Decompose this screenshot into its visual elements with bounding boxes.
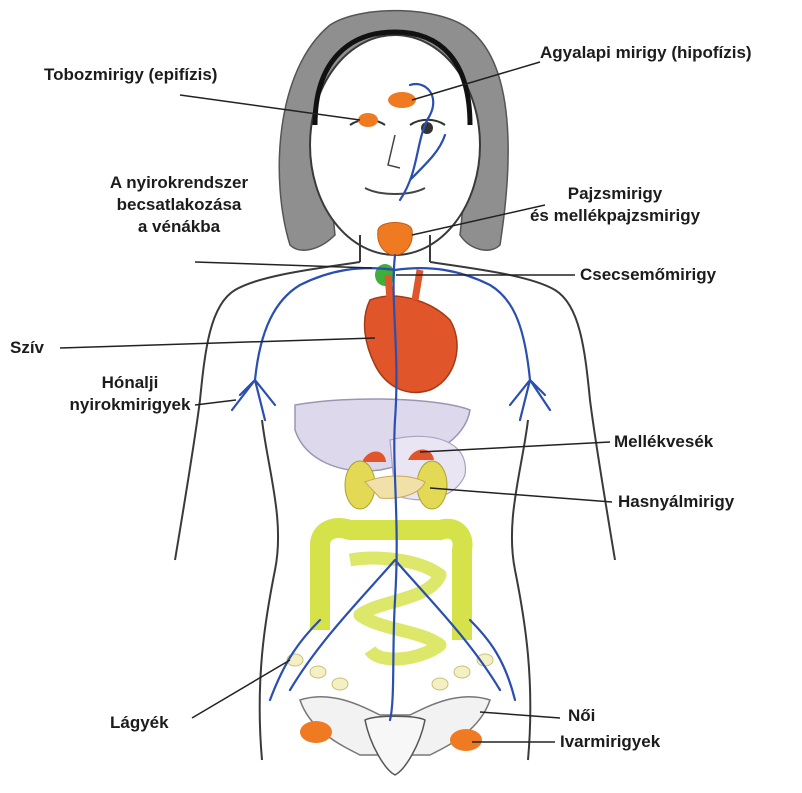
heart: [365, 296, 457, 392]
label-pineal: Tobozmirigy (epifízis): [44, 64, 217, 86]
label-lymph-junction-line-1: A nyirokrendszer: [86, 172, 272, 194]
right-ovary: [450, 729, 482, 751]
left-ovary: [300, 721, 332, 743]
label-lymph-junction-line-3: a vénákba: [86, 216, 272, 238]
pituitary-gland: [388, 92, 416, 108]
label-pituitary: Agyalapi mirigy (hipofízis): [540, 42, 752, 64]
label-thymus: Csecsemőmirigy: [580, 264, 716, 286]
uterus: [365, 716, 425, 775]
label-gonads: Ivarmirigyek: [560, 731, 660, 753]
label-pancreas: Hasnyálmirigy: [618, 491, 734, 513]
label-thyroid: Pajzsmirigy és mellékpajzsmirigy: [510, 183, 720, 227]
pineal-gland: [358, 113, 378, 127]
label-lymph-junction-line-2: becsatlakozása: [86, 194, 272, 216]
label-thyroid-line-1: Pajzsmirigy: [510, 183, 720, 205]
label-axillary-line-1: Hónalji: [55, 372, 205, 394]
label-thyroid-line-2: és mellékpajzsmirigy: [510, 205, 720, 227]
label-adrenal: Mellékvesék: [614, 431, 713, 453]
label-lymph-junction: A nyirokrendszer becsatlakozása a vénákb…: [86, 172, 272, 238]
label-groin: Lágyék: [110, 712, 169, 734]
label-axillary: Hónalji nyirokmirigyek: [55, 372, 205, 416]
label-axillary-line-2: nyirokmirigyek: [55, 394, 205, 416]
label-heart: Szív: [10, 337, 44, 359]
label-female: Női: [568, 705, 595, 727]
